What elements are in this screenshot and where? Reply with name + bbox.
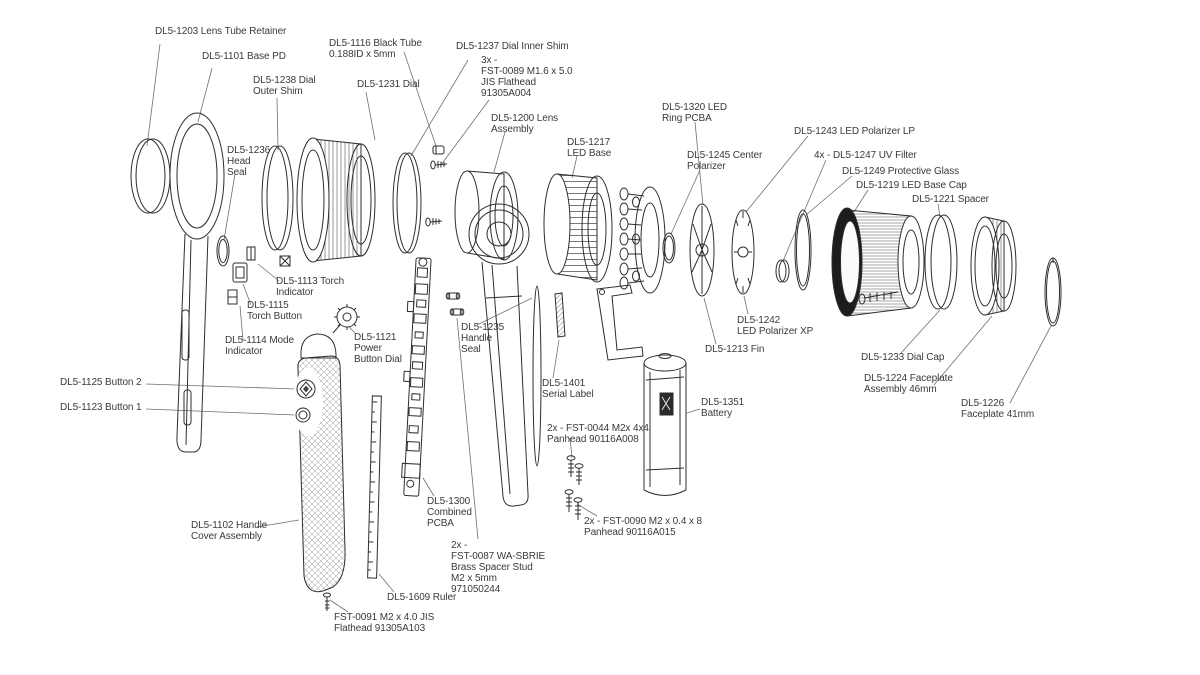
part-label-dl5-1401: DL5-1401 Serial Label xyxy=(542,378,594,400)
part-combined-pcba xyxy=(401,257,432,497)
part-main-handle xyxy=(468,203,530,507)
part-label-dl5-1235: DL5-1235 Handle Seal xyxy=(461,322,505,355)
part-label-dl5-1203: DL5-1203 Lens Tube Retainer xyxy=(155,26,287,37)
part-screws-fst-0089 xyxy=(425,160,448,227)
part-lens-assembly xyxy=(454,170,519,261)
part-handle-cover xyxy=(293,333,346,593)
part-uv-filter xyxy=(775,259,790,283)
part-black-tube xyxy=(432,145,445,155)
part-label-dl5-1224: DL5-1224 Faceplate Assembly 46mm xyxy=(864,373,953,395)
part-label-dl5-1242: DL5-1242 LED Polarizer XP xyxy=(737,315,814,337)
part-lens-tube-retainer xyxy=(130,138,171,214)
button-2-diamond-icon xyxy=(299,381,313,397)
part-label-dl5-1219: DL5-1219 LED Base Cap xyxy=(856,180,967,191)
part-battery xyxy=(643,353,687,496)
part-power-button-dial xyxy=(332,304,360,334)
part-brass-spacer-studs xyxy=(445,292,465,316)
part-led-base xyxy=(543,173,613,283)
part-label-dl5-1247: 4x - DL5-1247 UV Filter xyxy=(814,150,917,161)
part-label-dl5-1200: DL5-1200 Lens Assembly xyxy=(491,113,559,135)
part-label-dl5-1238: DL5-1238 Dial Outer Shim xyxy=(253,75,316,97)
part-label-dl5-1221: DL5-1221 Spacer xyxy=(912,194,989,205)
part-handle-seal xyxy=(532,285,542,467)
part-faceplate-assembly-46 xyxy=(970,216,1017,316)
part-spacer xyxy=(924,214,958,310)
part-screws-fst-0044 xyxy=(566,455,584,485)
part-torch-indicator xyxy=(246,246,291,267)
part-label-dl5-1226: DL5-1226 Faceplate 41mm xyxy=(961,398,1035,420)
part-label-dl5-1245: DL5-1245 Center Polarizer xyxy=(687,150,763,172)
part-led-base-cap xyxy=(831,207,925,317)
part-label-dl5-1231: DL5-1231 Dial xyxy=(357,79,420,90)
part-label-fst-0087: 2x - FST-0087 WA-SBRIE Brass Spacer Stud… xyxy=(451,540,546,595)
part-protective-glass xyxy=(794,209,812,291)
part-label-dl5-1115: DL5-1115 Torch Button xyxy=(247,300,302,322)
part-label-dl5-1101: DL5-1101 Base PD xyxy=(202,51,286,62)
part-label-dl5-1243: DL5-1243 LED Polarizer LP xyxy=(794,126,915,137)
part-dial-outer-shim xyxy=(261,145,294,251)
part-dial-inner-shim xyxy=(392,152,422,254)
part-screws-fst-0090 xyxy=(564,489,583,520)
part-label-dl5-1116: DL5-1116 Black Tube 0.188ID x 5mm xyxy=(329,38,422,60)
part-led-ring-pcba xyxy=(619,186,666,294)
part-label-dl5-1113: DL5-1113 Torch Indicator xyxy=(276,276,345,298)
part-label-fst-0044: 2x - FST-0044 M2x 4x4 Panhead 90116A008 xyxy=(547,423,649,445)
part-label-fst-0089: 3x - FST-0089 M1.6 x 5.0 JIS Flathead 91… xyxy=(481,55,573,99)
part-dial xyxy=(296,137,376,263)
part-label-dl5-1609: DL5-1609 Ruler xyxy=(387,592,457,603)
part-faceplate-41 xyxy=(1044,257,1062,327)
part-base-pd xyxy=(169,112,225,453)
part-ruler xyxy=(367,395,382,579)
part-head-seal xyxy=(216,235,230,267)
part-label-dl5-1217: DL5-1217 LED Base xyxy=(567,137,612,159)
part-screw-fst-0091 xyxy=(323,592,331,611)
part-label-dl5-1125: DL5-1125 Button 2 xyxy=(60,377,142,388)
part-label-dl5-1121: DL5-1121 Power Button Dial xyxy=(354,332,402,365)
part-label-dl5-1249: DL5-1249 Protective Glass xyxy=(842,166,960,177)
part-label-dl5-1233: DL5-1233 Dial Cap xyxy=(861,352,945,363)
part-label-dl5-1236: DL5-1236 Head Seal xyxy=(227,145,271,178)
part-label-dl5-1351: DL5-1351 Battery xyxy=(701,397,745,419)
part-label-dl5-1114: DL5-1114 Mode Indicator xyxy=(225,335,294,357)
part-label-dl5-1300: DL5-1300 Combined PCBA xyxy=(427,496,472,529)
part-label-fst-0090: 2x - FST-0090 M2 x 0.4 x 8 Panhead 90116… xyxy=(584,516,703,538)
part-label-dl5-1102: DL5-1102 Handle Cover Assembly xyxy=(191,520,268,542)
part-label-fst-0091: FST-0091 M2 x 4.0 JIS Flathead 91305A103 xyxy=(334,612,435,634)
part-torch-button xyxy=(232,262,248,283)
part-label-dl5-1320: DL5-1320 LED Ring PCBA xyxy=(662,102,727,124)
part-fin xyxy=(689,203,715,297)
part-contact-bracket xyxy=(596,284,644,361)
part-mode-indicator xyxy=(227,289,238,305)
part-label-dl5-1123: DL5-1123 Button 1 xyxy=(60,402,142,413)
part-label-dl5-1213: DL5-1213 Fin xyxy=(705,344,765,355)
part-center-polarizer xyxy=(662,232,676,264)
part-led-polarizer-xp xyxy=(731,209,755,295)
part-label-dl5-1237: DL5-1237 Dial Inner Shim xyxy=(456,41,569,52)
part-serial-label xyxy=(554,292,566,338)
button-1 xyxy=(295,407,311,423)
